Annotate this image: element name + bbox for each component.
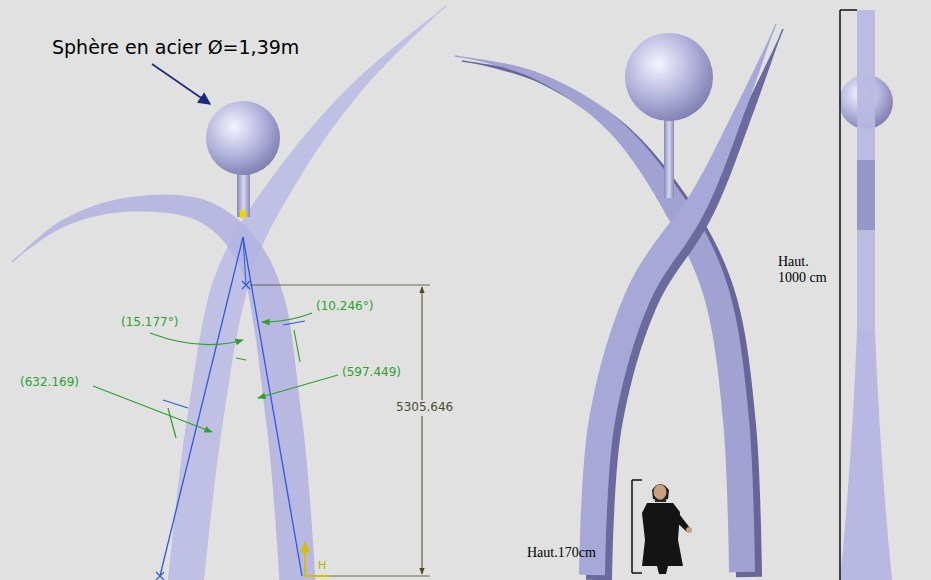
dimension-line [422,300,423,574]
stem [237,172,250,217]
construction-line [160,237,243,576]
angle-dimension: (15.177°) [121,316,178,330]
side-bar-shade [857,160,875,230]
side-bar [857,10,875,330]
height-bracket [631,480,633,573]
steel-sphere [152,64,280,218]
dimension-line [422,287,423,300]
head [654,485,667,500]
arch-face [579,24,777,575]
extension-line [250,285,430,286]
angle-arc [150,333,243,345]
construction-line [243,237,302,576]
axis-label: H [318,560,326,573]
sculpture-side-view [839,10,893,580]
arch-side [586,29,784,580]
joint-mark [240,210,246,218]
side-bar-base [840,330,892,580]
axis-arrow [304,542,306,576]
leader-line [258,375,338,398]
height-bracket [632,479,642,481]
extension-line [305,576,430,577]
tick [283,321,305,325]
height-bracket [839,10,841,580]
sphere [206,101,280,175]
sculpture-3d-view [455,24,784,580]
callout-arrow [152,64,210,104]
tick [163,400,188,408]
human-figure [632,480,692,574]
beard [654,496,667,502]
height-bracket [632,572,642,574]
dimension-tick [168,408,176,438]
leader-line [93,386,212,432]
length-dimension: (597.449) [342,366,401,380]
height-dimension: 5305.646 [394,400,455,416]
point-cross [242,281,250,289]
angle-arc [262,313,312,322]
sphere [625,33,713,121]
axis-line [305,575,330,577]
height-bracket [840,9,857,11]
sculpture-band [11,195,315,580]
construction-lines [93,237,430,580]
height-label: Haut. 1000 cm [778,254,836,286]
dimension-tick [294,330,300,362]
dimension-tick [236,358,246,360]
stem [664,118,674,198]
callout-label: Sphère en acier Ø=1,39m [52,37,299,59]
sculpture-bands [11,5,446,580]
point-cross [156,572,164,580]
height-label: Haut.170cm [527,545,596,561]
angle-dimension: (10.246°) [316,300,373,314]
length-dimension: (632.169) [20,376,79,390]
hand [686,527,692,533]
construction-line [243,237,246,285]
